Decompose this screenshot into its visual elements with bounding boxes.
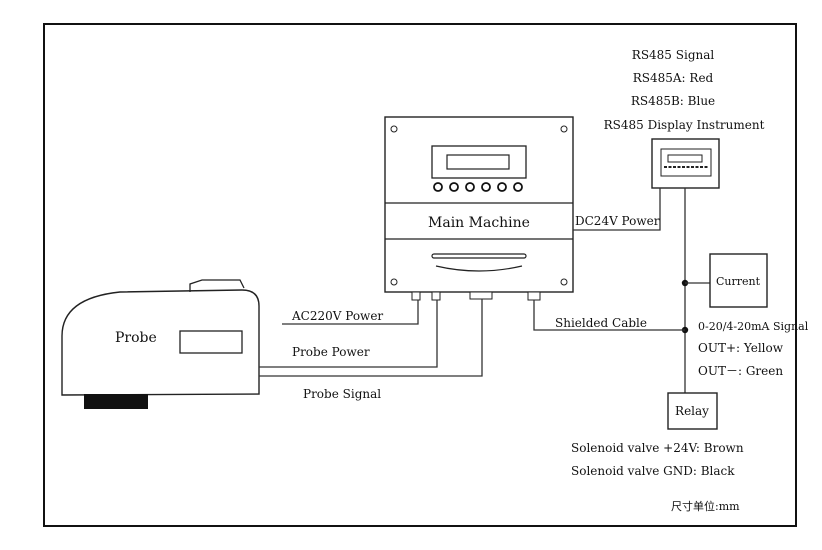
probe-base (84, 394, 148, 409)
probe-window (179, 330, 243, 354)
mount-hole-icon (390, 125, 398, 133)
relay-label: Relay (675, 404, 709, 418)
display-text-line-4: RS485 Display Instrument (604, 118, 765, 132)
keypad-button-icon (465, 182, 475, 192)
wire-dc24v (573, 188, 661, 231)
wire-shielded-label: Shielded Cable (555, 316, 647, 330)
main-machine-body (384, 116, 574, 293)
wire-probe-signal-label: Probe Signal (303, 387, 381, 401)
main-machine-label: Main Machine (428, 215, 530, 231)
cable-gland (411, 291, 421, 301)
display-instrument: RS485 Signal RS485A: Red RS485B: Blue RS… (604, 48, 765, 189)
relay-sv-gnd-label: Solenoid valve GND: Black (571, 464, 735, 478)
wire-dc24v-label: DC24V Power (575, 214, 660, 228)
cable-slot (431, 253, 527, 259)
probe-body (61, 289, 260, 396)
relay-sv-24v-label: Solenoid valve +24V: Brown (571, 441, 744, 455)
probe: Probe (61, 279, 260, 409)
current-module: Current 0-20/4-20mA Signal OUT+: Yellow … (698, 253, 809, 378)
keypad (433, 182, 523, 192)
cable-gland (527, 291, 541, 301)
wire-probe-power-label: Probe Power (292, 345, 370, 359)
relay-module: Relay Solenoid valve +24V: Brown Solenoi… (571, 392, 744, 478)
wire-shielded (533, 300, 685, 331)
keypad-button-icon (449, 182, 459, 192)
wire-ac220v (282, 300, 419, 325)
current-out-plus-label: OUT+: Yellow (698, 341, 784, 355)
probe-top-lugs (189, 279, 245, 292)
display-instrument-lcd (667, 154, 703, 163)
mount-hole-icon (390, 278, 398, 286)
keypad-button-icon (513, 182, 523, 192)
current-signal-label: 0-20/4-20mA Signal (698, 320, 809, 333)
lcd-inner (446, 154, 510, 170)
cable-slot-curve (435, 265, 523, 272)
unit-note: 尺寸单位:mm (671, 499, 740, 513)
wire-probe-signal (259, 299, 483, 377)
keypad-button-icon (433, 182, 443, 192)
wires: DC24V Power AC220V Power Probe Power Pro… (259, 188, 710, 401)
wire-probe-power (259, 300, 438, 368)
mount-hole-icon (560, 278, 568, 286)
wire-ac220v-label: AC220V Power (291, 309, 383, 323)
current-label: Current (716, 275, 761, 288)
cable-gland (431, 291, 441, 301)
current-box (709, 253, 768, 308)
keypad-button-icon (481, 182, 491, 192)
mount-hole-icon (560, 125, 568, 133)
main-machine: Main Machine (384, 116, 574, 301)
relay-box (667, 392, 718, 430)
cable-gland (469, 291, 493, 300)
probe-label: Probe (115, 330, 157, 346)
display-text-line-1: RS485 Signal (632, 48, 715, 62)
display-text-line-3: RS485B: Blue (631, 94, 715, 108)
keypad-button-icon (497, 182, 507, 192)
current-out-minus-label: OUT－: Green (698, 364, 783, 378)
display-text-line-2: RS485A: Red (633, 71, 714, 85)
